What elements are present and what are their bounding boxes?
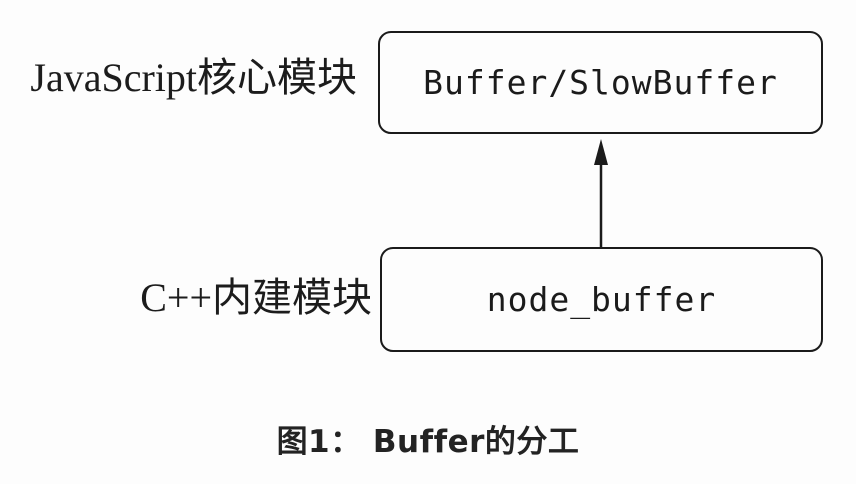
buffer-slowbuffer-node: Buffer/SlowBuffer xyxy=(378,31,823,134)
js-core-module-label: JavaScript核心模块 xyxy=(30,55,357,100)
figure-caption: 图1： Buffer的分工 xyxy=(276,424,580,460)
node-buffer-node-label: node_buffer xyxy=(486,280,717,319)
arrow-up-icon xyxy=(594,139,608,248)
buffer-slowbuffer-node-label: Buffer/SlowBuffer xyxy=(423,63,778,102)
cpp-builtin-module-label: C++内建模块 xyxy=(140,275,372,320)
node-buffer-node: node_buffer xyxy=(380,247,823,352)
